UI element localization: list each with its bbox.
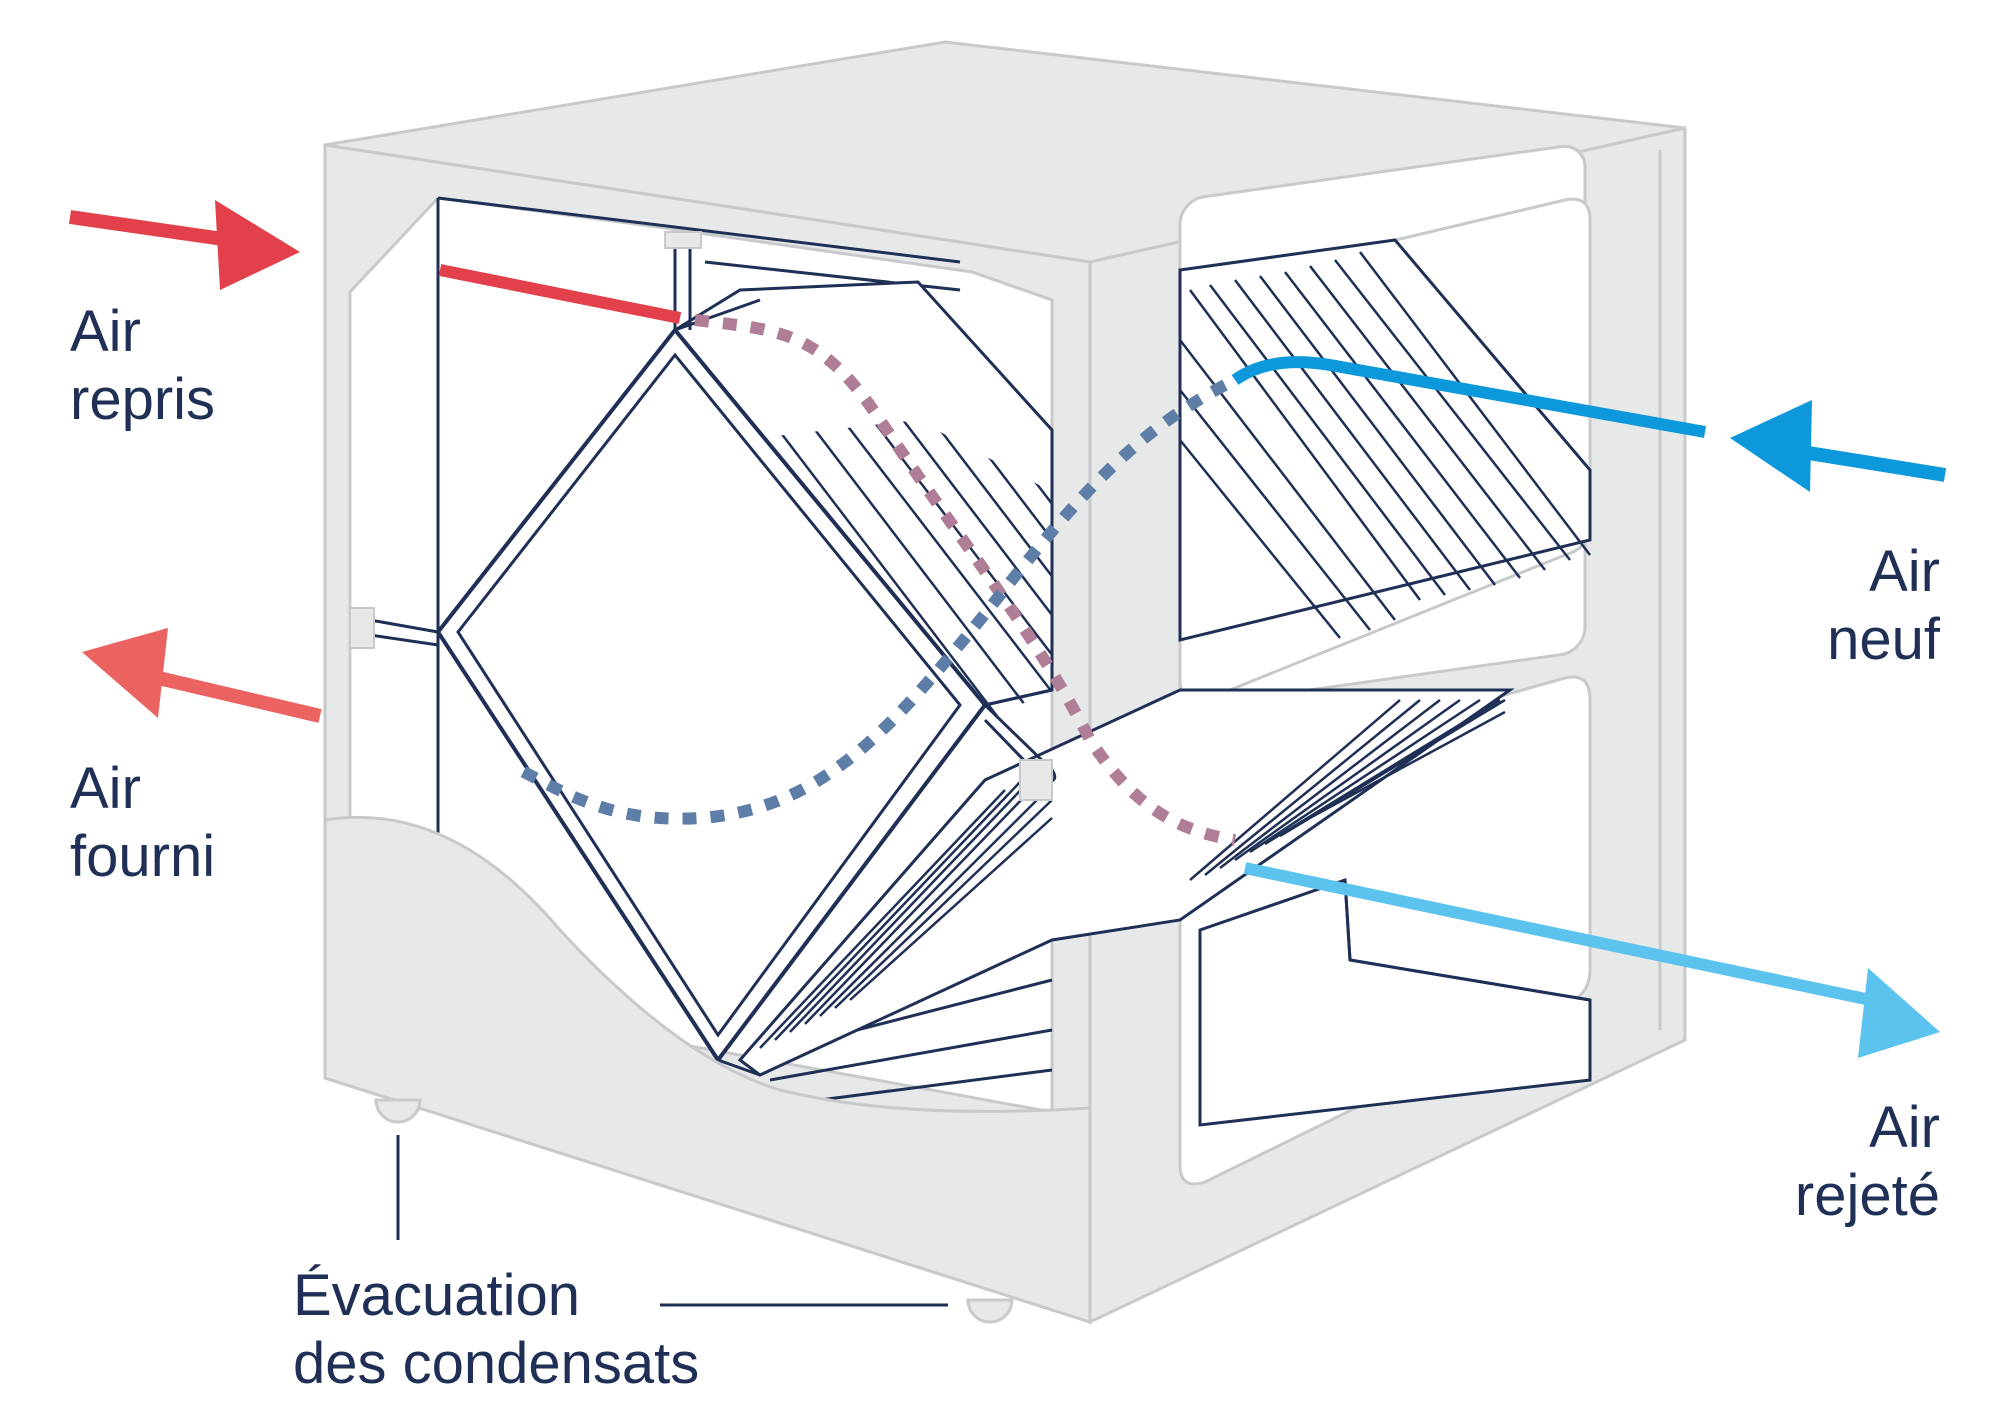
label-air-rejete: Air rejeté [1794,1095,1940,1228]
exchanger-core [349,231,1592,1077]
housing-front-skirt [323,815,1092,1325]
condensate-leaders [396,1135,948,1307]
air-repris-flow [438,264,682,324]
air-neuf-arrow [1730,400,1947,492]
supply-dotted-path [517,379,1228,825]
air-rejete-arrow [1858,968,1940,1058]
label-air-repris: Air repris [70,299,216,432]
airflow-paths [438,264,1882,1008]
wheel-left [374,1098,422,1124]
label-air-neuf: Air neuf [1827,539,1940,672]
wheel-right [966,1298,1014,1324]
label-evacuation-condensats: Évacuation des condensats [293,1263,700,1396]
air-rejete-flow [1243,862,1882,1008]
lower-fin-block [737,688,1515,1077]
label-air-fourni: Air fourni [70,756,216,889]
air-neuf-flow [1231,356,1707,438]
air-repris-arrow [69,200,300,290]
wheels [374,1098,1014,1324]
air-fourni-arrow [82,628,322,723]
arrows [69,200,1947,1058]
exhaust-dotted-path [694,314,1236,846]
